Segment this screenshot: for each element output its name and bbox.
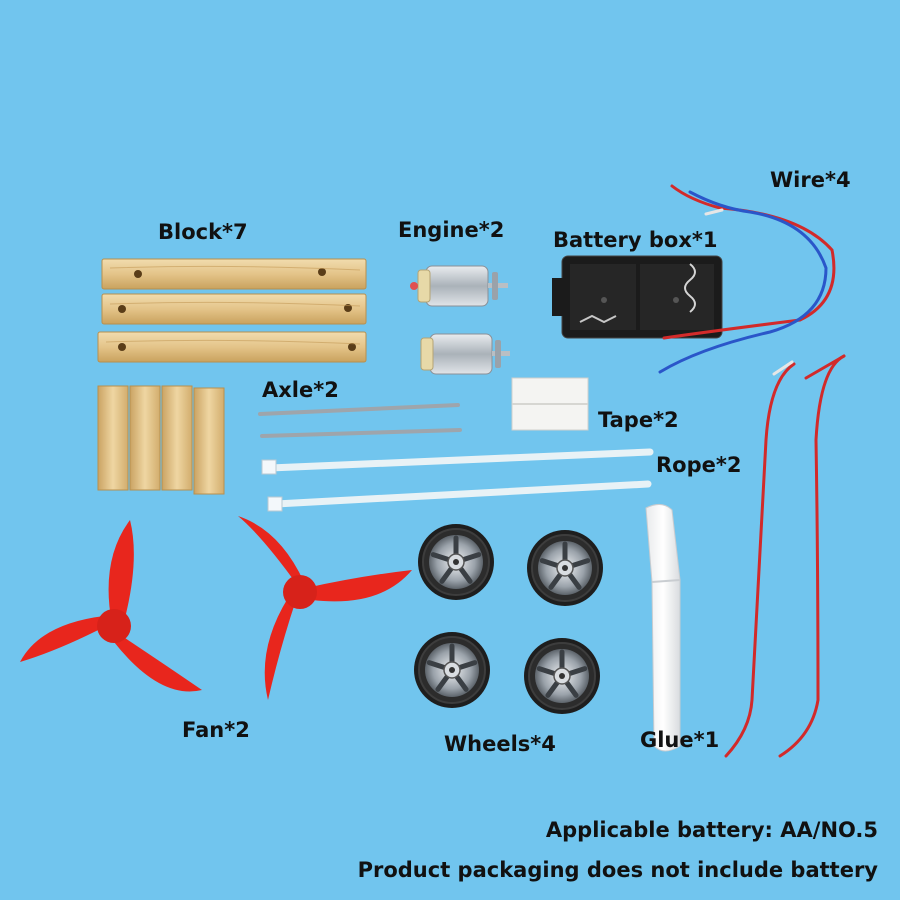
tape [511, 377, 589, 431]
label-glue: Glue*1 [640, 728, 720, 752]
battery-box [552, 255, 723, 339]
wheels [414, 524, 603, 714]
label-rope: Rope*2 [656, 453, 742, 477]
label-axle: Axle*2 [262, 378, 339, 402]
label-fan: Fan*2 [182, 718, 250, 742]
axles [258, 403, 462, 438]
fans [20, 516, 412, 700]
wires [658, 184, 846, 758]
wood-blocks [97, 385, 225, 495]
label-tape: Tape*2 [598, 408, 679, 432]
label-battery-box: Battery box*1 [553, 228, 718, 252]
motors [410, 265, 510, 375]
note-battery-type: Applicable battery: AA/NO.5 [545, 818, 878, 842]
label-wheels: Wheels*4 [444, 732, 556, 756]
label-wire: Wire*4 [770, 168, 851, 192]
wood-bars [97, 258, 367, 363]
note-packaging: Product packaging does not include batte… [357, 858, 878, 882]
glue-tube [645, 504, 681, 752]
label-block: Block*7 [158, 220, 248, 244]
label-engine: Engine*2 [398, 218, 505, 242]
ropes [261, 448, 654, 512]
